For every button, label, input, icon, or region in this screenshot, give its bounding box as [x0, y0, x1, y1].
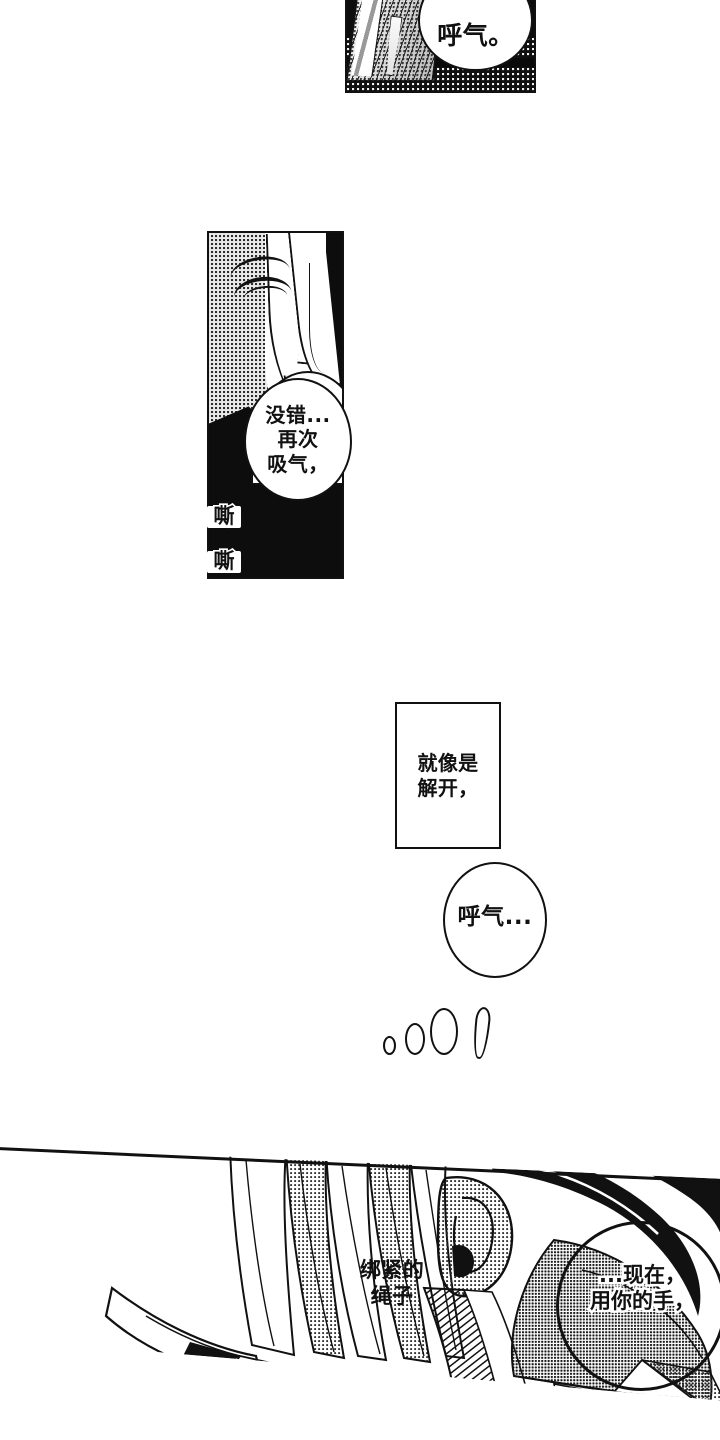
narration-text: 就像是 解开， [417, 751, 479, 800]
closed-eye [233, 271, 293, 301]
bubble-tail-dot-3 [430, 1008, 458, 1055]
bubble-tail-dot-1 [383, 1036, 396, 1055]
bubble-tail-dot-2 [405, 1023, 425, 1055]
bubble-tail-dot-4 [471, 1006, 492, 1060]
speech-bubble-now-circle [556, 1221, 720, 1391]
sfx-char-1: 嘶 [207, 504, 241, 529]
dark-band [347, 58, 534, 67]
speech-bubble-exhale: 呼气... [443, 862, 547, 978]
speech-bubble-now-text: ...现在， 用你的手， [588, 1261, 698, 1316]
narration-box: 就像是 解开， [395, 702, 501, 849]
sfx-char-2: 嘶 [207, 549, 241, 574]
speech-bubble-text: 呼气... [457, 904, 533, 931]
side-hair-strand [309, 263, 328, 373]
sound-effect-hiss: 嘶 嘶 [207, 485, 241, 596]
speech-bubble-text: 没错... 再次 吸气， [265, 402, 331, 476]
panel-4-caption: 绑紧的 绳子 [359, 1258, 425, 1308]
speech-bubble-text: 呼气。 [437, 20, 514, 50]
speech-bubble-inhale: 没错... 再次 吸气， [244, 378, 352, 501]
